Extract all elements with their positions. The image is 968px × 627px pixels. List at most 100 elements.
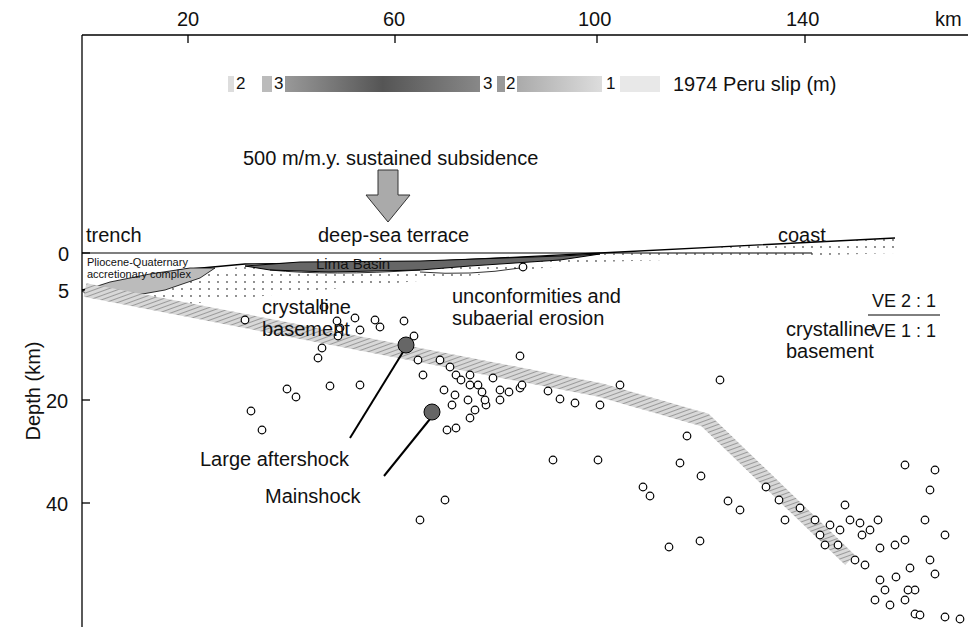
scale-note: VE 1 : 1 [872,322,936,342]
hypocenter [416,516,424,524]
hypocenter [724,497,732,505]
hypocenter [941,531,949,539]
hypocenter [419,371,427,379]
hypocenter [639,483,647,491]
hypocenter [891,541,899,549]
hypocenter [892,573,900,581]
callout-label: Mainshock [265,485,361,507]
hypocenter [901,461,909,469]
axis-tick: 140 [786,8,819,30]
hypocenter [816,531,824,539]
hypocenter [881,586,889,594]
plate-interface [85,290,850,560]
hypocenter [466,371,474,379]
hypocenter [571,399,579,407]
scale-value: 2 [506,75,515,94]
scale-value: 1 [606,75,615,94]
hypocenter [665,543,673,551]
hypocenter [886,601,894,609]
hypocenter [443,426,451,434]
hypocenter [906,564,914,572]
hypocenter [861,561,869,569]
hypocenter [697,472,705,480]
scale-value: 3 [483,75,492,94]
unconformities [270,268,520,273]
hypocenter [851,556,859,564]
hypocenter [901,596,909,604]
hypocenter [516,352,524,360]
hypocenter [683,432,691,440]
axis-tick: 20 [46,390,68,412]
hypocenter [247,407,255,415]
hypocenter [762,483,770,491]
hypocenter [440,386,448,394]
axis-tick: 5 [58,280,69,302]
hypocenter [926,556,934,564]
hypocenter [326,382,334,390]
hypocenter [836,526,844,534]
hypocenter [901,536,909,544]
hypocenter [775,496,783,504]
hypocenter [841,501,849,509]
hypocenter [446,363,454,371]
hypocenter [351,314,359,322]
hypocenter [441,496,449,504]
seafloor [82,238,895,290]
place-label: trench [86,224,142,246]
scale-value: 2 [236,75,245,94]
scale-value: 3 [274,75,283,94]
hypocenter [376,323,384,331]
annotation: unconformities and subaerial erosion [452,285,652,329]
hypocenter [400,317,408,325]
hypocenter [811,516,819,524]
subsidence-arrow [366,170,410,222]
axis-tick: 100 [578,8,611,30]
hypocenter [956,615,964,623]
hypocenter [356,326,364,334]
hypocenter [314,354,322,362]
hypocenter [846,516,854,524]
scale-title: 1974 Peru slip (m) [673,73,836,95]
hypocenter [518,381,526,389]
hypocenter [371,316,379,324]
lima-basin [245,254,600,272]
hypocenter [436,356,444,364]
axis-tick: 0 [58,243,69,265]
hypocenter [696,537,704,545]
axis-tick: 20 [177,8,199,30]
axis-title: Depth (km) [22,336,44,446]
unit-label: Pliocene-Quaternary accretionary complex [87,256,227,280]
hypocenter [676,459,684,467]
hypocenter [283,385,291,393]
hypocenter [466,381,474,389]
hypocenter [594,456,602,464]
hypocenter [931,570,939,578]
hypocenter [519,263,527,271]
hypocenter [716,376,724,384]
hypocenter [481,396,489,404]
mainshock-dot [424,404,440,420]
hypocenter [941,613,949,621]
hypocenter [874,516,882,524]
hypocenter [549,456,557,464]
hypocenter [834,541,842,549]
hypocenter [451,391,459,399]
slip-bar [228,76,660,92]
axis-tick: 60 [383,8,405,30]
hypocenter [736,506,744,514]
hypocenter [292,393,300,401]
hypocenter [904,586,912,594]
leader-line [384,419,430,476]
hypocenter [471,406,479,414]
axis-unit: km [935,8,962,30]
hypocenter [876,544,884,552]
hypocenter [478,388,486,396]
hypocenters [241,263,964,623]
annotation: 500 m/m.y. sustained subsidence [243,147,538,169]
aftershock-dot [398,337,414,353]
hypocenter [871,596,879,604]
hypocenter [876,576,884,584]
hypocenter [258,426,266,434]
place-label: coast [778,224,826,246]
hypocenter [616,381,624,389]
